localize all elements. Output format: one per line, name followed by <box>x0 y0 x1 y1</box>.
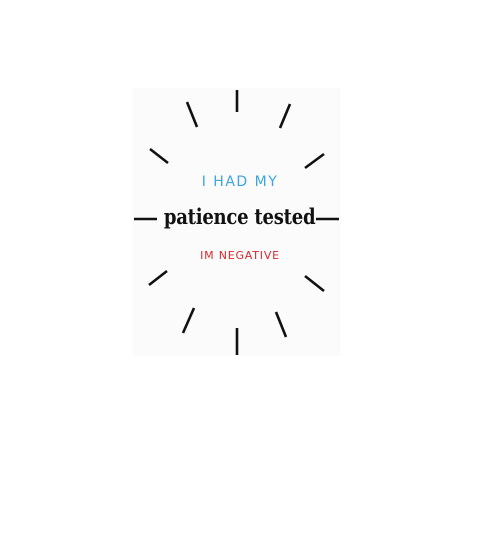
headline-bottom: IM NEGATIVE <box>200 249 280 262</box>
ray-line <box>304 274 325 293</box>
ray-line <box>185 101 199 128</box>
poster-panel <box>133 88 341 356</box>
ray-line <box>149 147 169 165</box>
ray-line <box>304 152 325 170</box>
ray-line <box>148 269 168 287</box>
headline-main: patience tested <box>163 204 316 229</box>
headline-top: I HAD MY <box>201 174 279 190</box>
ray-line <box>181 307 196 334</box>
ray-line <box>274 311 288 338</box>
ray-line <box>278 103 292 129</box>
